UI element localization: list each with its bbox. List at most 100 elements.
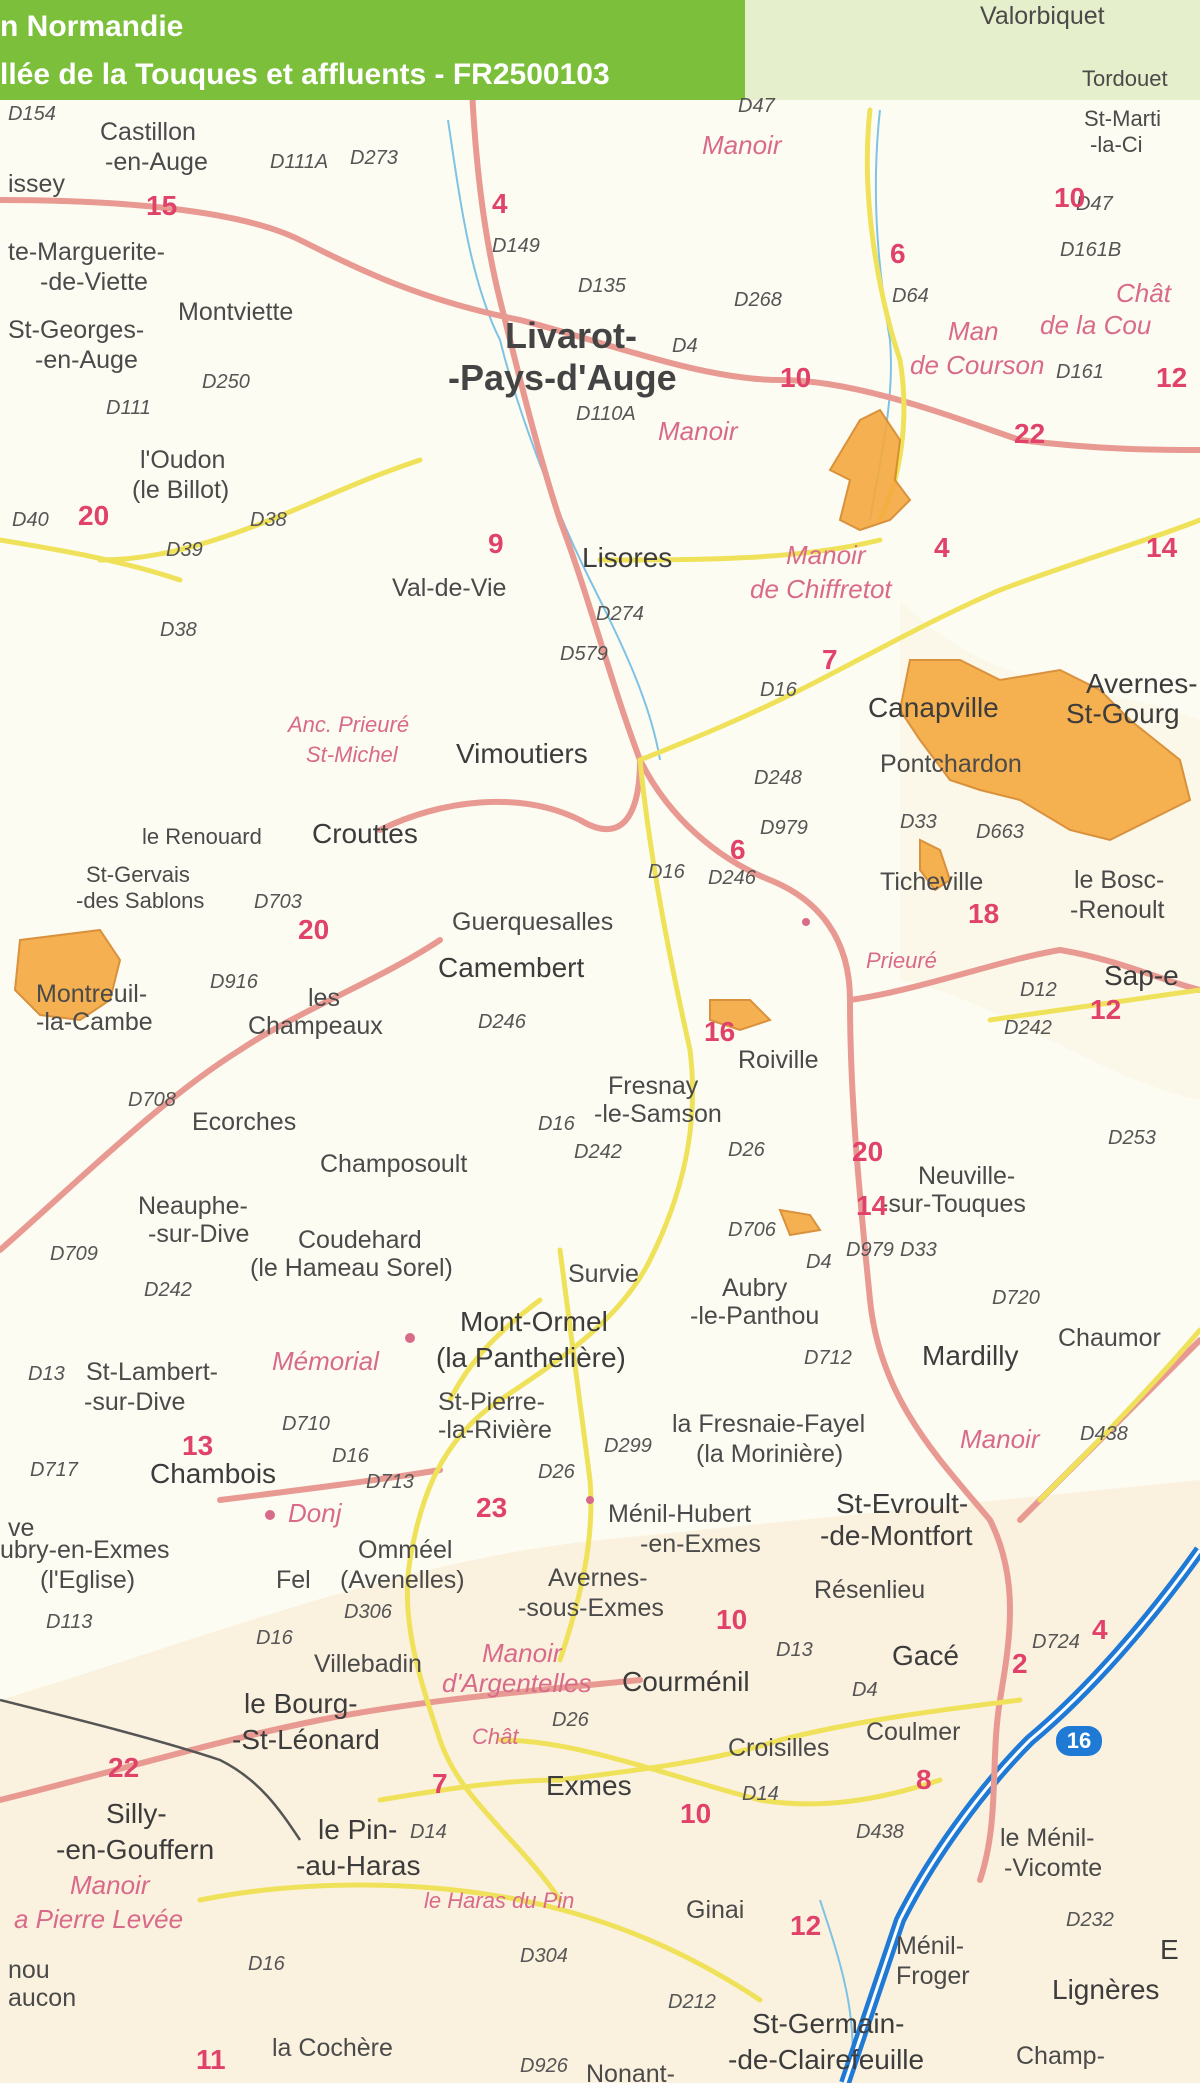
distance-13: 13 bbox=[182, 1430, 214, 1461]
place-mardilly: Mardilly bbox=[922, 1340, 1019, 1371]
site-prieure-2: St-Michel bbox=[306, 742, 398, 767]
place-resenlieu: Résenlieu bbox=[814, 1576, 926, 1604]
road-label-d47b: D47 bbox=[1076, 193, 1113, 215]
place-aucon: aucon bbox=[8, 1984, 77, 2012]
distance-15: 15 bbox=[146, 190, 178, 221]
place-bosc-2: -Renoult bbox=[1070, 896, 1165, 924]
natura-zone-small-2 bbox=[778, 1208, 822, 1237]
road-label-d16b: D16 bbox=[648, 861, 685, 883]
place-crouttes: Crouttes bbox=[312, 818, 418, 849]
road-crouttes bbox=[377, 757, 643, 833]
road-label-d12: D12 bbox=[1020, 979, 1057, 1001]
distance-20b: 20 bbox=[298, 914, 330, 945]
road-label-d706: D706 bbox=[728, 1219, 776, 1241]
site-manoir-west: Manoir bbox=[70, 1870, 150, 1900]
place-champosoult: Champosoult bbox=[320, 1150, 468, 1178]
place-survie: Survie bbox=[568, 1260, 639, 1288]
place-tordouet: Tordouet bbox=[1082, 66, 1168, 91]
road-label-d713: D713 bbox=[366, 1471, 414, 1493]
road-label-d438b: D438 bbox=[856, 1821, 904, 1843]
road-label-d708: D708 bbox=[128, 1089, 176, 1111]
place-le-renouard: le Renouard bbox=[142, 824, 262, 849]
place-le-menil-2: -Vicomte bbox=[1004, 1854, 1103, 1882]
road-label-d113: D113 bbox=[46, 1611, 93, 1633]
distance-11: 11 bbox=[196, 2044, 226, 2075]
road-gace-west bbox=[0, 1677, 643, 1803]
road-label-d39: D39 bbox=[166, 539, 203, 561]
road-label-d710: D710 bbox=[282, 1413, 330, 1435]
road-d26 bbox=[557, 1247, 594, 1663]
road-label-d16e: D16 bbox=[256, 1627, 293, 1649]
distance-20a: 20 bbox=[78, 500, 110, 531]
road-label-d26a: D26 bbox=[728, 1139, 765, 1161]
distance-2: 2 bbox=[1012, 1648, 1028, 1679]
road-d39 bbox=[0, 537, 183, 583]
place-courmenil: Courménil bbox=[622, 1666, 750, 1697]
natura-zone-montreuil bbox=[13, 928, 122, 1022]
marker-chambois bbox=[265, 1510, 275, 1520]
road-exmes bbox=[377, 1697, 1023, 1803]
road-label-d13b: D13 bbox=[776, 1639, 813, 1661]
place-le-menil-1: le Ménil- bbox=[1000, 1824, 1095, 1852]
place-le-pin-1: le Pin- bbox=[318, 1814, 398, 1845]
place-camembert: Camembert bbox=[438, 952, 585, 983]
road-label-d242b: D242 bbox=[574, 1141, 622, 1163]
place-st-gervais-2: -des Sablons bbox=[76, 888, 205, 913]
road-label-d111a: D111A bbox=[270, 151, 329, 173]
road-label-d242a: D242 bbox=[1004, 1017, 1052, 1039]
site-manoir-courson-1: Man bbox=[948, 316, 999, 346]
place-avernes-e-1: Avernes- bbox=[1086, 668, 1198, 699]
road-label-d212: D212 bbox=[668, 1991, 716, 2013]
road-chambois bbox=[217, 1467, 443, 1503]
road-label-d16f: D16 bbox=[248, 1953, 285, 1975]
road-label-d26c: D26 bbox=[552, 1709, 589, 1731]
place-aubry-2: -le-Panthou bbox=[690, 1302, 820, 1330]
place-neuville-2: -sur-Touques bbox=[880, 1190, 1026, 1218]
place-st-martin-2: -la-Ci bbox=[1090, 132, 1143, 157]
place-montviette: Montviette bbox=[178, 298, 294, 326]
distance-16: 16 bbox=[704, 1016, 736, 1047]
road-label-d16c: D16 bbox=[538, 1113, 575, 1135]
place-menil-froger-1: Ménil- bbox=[896, 1932, 965, 1960]
place-chaumont: Chaumor bbox=[1058, 1324, 1161, 1352]
place-ommeel-1: Omméel bbox=[358, 1536, 453, 1564]
road-label-d33b: D33 bbox=[900, 1239, 937, 1261]
place-sap: Sap-e bbox=[1104, 960, 1179, 991]
road-d438 bbox=[1037, 1327, 1200, 1503]
site-manoir-courson-2: de Courson bbox=[910, 350, 1045, 380]
site-chiffretot-2: de Chiffretot bbox=[750, 574, 892, 604]
place-le-bourg-1: le Bourg- bbox=[244, 1688, 358, 1719]
road-label-d712: D712 bbox=[804, 1347, 852, 1369]
place-aubry-1: Aubry bbox=[722, 1274, 788, 1302]
motorway-exit-badge: 16 bbox=[1056, 1726, 1102, 1756]
place-livarot-1: Livarot- bbox=[505, 315, 638, 356]
road-label-d979b: D979 bbox=[846, 1239, 894, 1261]
site-donjon: Donj bbox=[288, 1498, 342, 1528]
place-silly-1: Silly- bbox=[106, 1798, 167, 1829]
place-st-lambert-1: St-Lambert- bbox=[86, 1358, 218, 1386]
road-d274 bbox=[597, 537, 883, 563]
distance-10c: 10 bbox=[716, 1604, 748, 1635]
site-pierre-levee: a Pierre Levée bbox=[14, 1904, 184, 1934]
distance-23: 23 bbox=[476, 1492, 508, 1523]
road-label-d47a: D47 bbox=[738, 95, 775, 117]
place-fel: Fel bbox=[276, 1566, 311, 1594]
road-label-d33a: D33 bbox=[900, 811, 937, 833]
site-manoir-argentelles-2: d'Argentelles bbox=[442, 1668, 592, 1698]
road-label-d13a: D13 bbox=[28, 1363, 65, 1385]
road-label-d246a: D246 bbox=[708, 867, 756, 889]
road-d579-south bbox=[557, 517, 853, 1003]
road-d242 bbox=[447, 1297, 543, 1403]
place-nonant: Nonant- bbox=[586, 2060, 675, 2083]
distance-20c: 20 bbox=[852, 1136, 884, 1167]
site-memorial: Mémorial bbox=[272, 1346, 379, 1376]
road-sap bbox=[847, 946, 1200, 1003]
road-label-d720: D720 bbox=[992, 1287, 1040, 1309]
place-pontchardon: Pontchardon bbox=[880, 750, 1022, 778]
place-livarot-2: -Pays-d'Auge bbox=[448, 357, 677, 398]
place-avernes-2: -sous-Exmes bbox=[518, 1594, 664, 1622]
relief-top bbox=[745, 0, 1200, 100]
river-touques bbox=[447, 119, 661, 761]
